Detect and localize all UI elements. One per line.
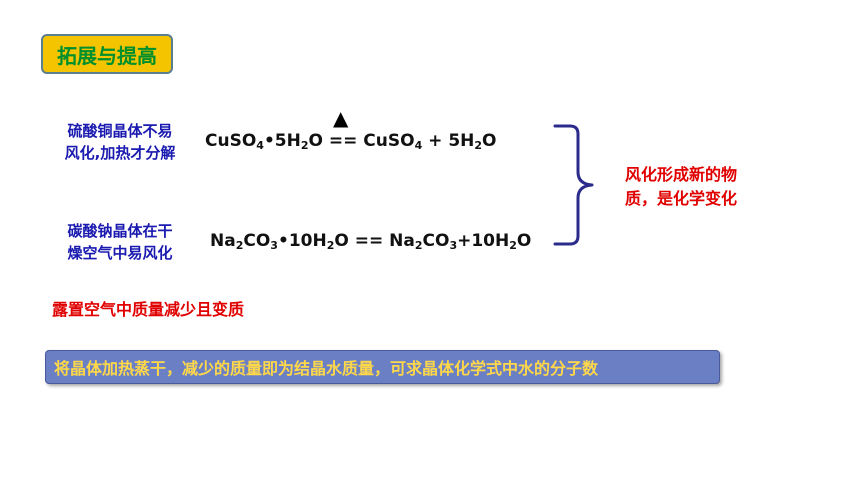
sodium-carbonate-equation: Na2CO3•10H2O == Na2CO3+10H2O xyxy=(210,231,531,252)
copper-sulfate-equation: CuSO4•5H2O == CuSO4 + 5H2O xyxy=(205,131,496,152)
eq2-sub: 2 xyxy=(326,239,335,252)
eq2-part: CO xyxy=(422,231,450,251)
eq2-sub: 2 xyxy=(414,239,423,252)
copper-sulfate-note: 硫酸铜晶体不易 风化,加热才分解 xyxy=(45,120,195,164)
eq2-part: O xyxy=(516,231,532,251)
eq1-part: •5H xyxy=(263,131,301,151)
eq1-part: O == CuSO xyxy=(308,131,415,151)
eq2-part: O == Na xyxy=(334,231,415,251)
copper-sulfate-note-line1: 硫酸铜晶体不易 xyxy=(67,122,173,140)
eq1-sub: 2 xyxy=(300,139,309,152)
method-banner: 将晶体加热蒸干，减少的质量即为结晶水质量，可求晶体化学式中水的分子数 xyxy=(45,350,720,384)
copper-sulfate-note-line2: 风化,加热才分解 xyxy=(64,144,176,162)
eq1-part: CuSO xyxy=(205,131,257,151)
eq2-part: +10H xyxy=(457,231,510,251)
eq2-sub: 3 xyxy=(449,239,458,252)
sodium-carbonate-note: 碳酸钠晶体在干 燥空气中易风化 xyxy=(45,220,195,264)
eq1-sub: 2 xyxy=(474,139,483,152)
eq1-sub: 4 xyxy=(414,139,423,152)
eq1-part: O xyxy=(482,131,497,151)
eq2-part: Na xyxy=(210,231,236,251)
eq2-sub: 3 xyxy=(270,239,278,252)
eq1-part: + 5H xyxy=(422,131,475,151)
conclusion-line2: 质，是化学变化 xyxy=(625,189,738,208)
chemical-change-conclusion: 风化形成新的物 质，是化学变化 xyxy=(625,163,785,211)
section-title: 拓展与提高 xyxy=(57,43,157,68)
sodium-carbonate-note-line2: 燥空气中易风化 xyxy=(67,244,173,262)
sodium-carbonate-note-line1: 碳酸钠晶体在干 xyxy=(67,222,173,240)
method-banner-text: 将晶体加热蒸干，减少的质量即为结晶水质量，可求晶体化学式中水的分子数 xyxy=(54,359,599,378)
section-title-badge: 拓展与提高 xyxy=(41,34,173,74)
eq2-sub: 2 xyxy=(509,239,517,252)
eq2-sub: 2 xyxy=(235,239,244,252)
exposure-note: 露置空气中质量减少且变质 xyxy=(52,300,245,319)
heat-triangle-icon: ▲ xyxy=(333,106,349,130)
curly-brace-icon xyxy=(553,124,594,246)
conclusion-line1: 风化形成新的物 xyxy=(625,165,738,184)
eq2-part: CO xyxy=(243,231,271,251)
eq2-part: •10H xyxy=(277,231,327,251)
eq1-sub: 4 xyxy=(256,139,264,152)
